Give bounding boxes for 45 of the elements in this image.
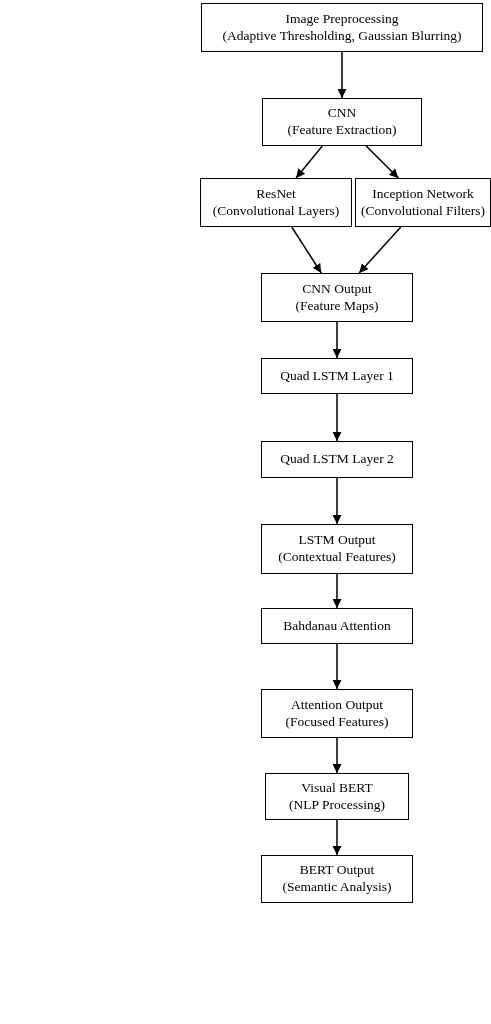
node-title: CNN bbox=[327, 105, 357, 122]
arrow bbox=[332, 643, 342, 690]
arrow bbox=[291, 226, 322, 274]
node-title: LSTM Output bbox=[298, 532, 376, 549]
node-title: Quad LSTM Layer 2 bbox=[280, 451, 394, 468]
node-subtitle: (NLP Processing) bbox=[289, 796, 385, 814]
arrow bbox=[332, 393, 342, 442]
node-title: Quad LSTM Layer 1 bbox=[280, 367, 394, 385]
process-box bbox=[355, 178, 491, 227]
node-title: BERT Output bbox=[299, 862, 375, 879]
arrow bbox=[332, 573, 342, 609]
process-box bbox=[261, 441, 413, 478]
node-subtitle: (Feature Extraction) bbox=[287, 122, 397, 139]
node-subtitle: (Contextual Features) bbox=[278, 549, 396, 566]
arrow bbox=[332, 321, 342, 359]
node-subtitle: (Convolutional Filters) bbox=[360, 202, 486, 220]
node-title: Visual BERT bbox=[301, 779, 373, 797]
node-title: ResNet bbox=[256, 185, 296, 203]
process-box bbox=[261, 855, 413, 903]
process-box bbox=[265, 773, 409, 820]
node-subtitle: (Convolutional Layers) bbox=[212, 202, 340, 220]
process-box bbox=[200, 178, 352, 227]
node-subtitle: (Semantic Analysis) bbox=[282, 879, 392, 896]
arrow bbox=[358, 226, 402, 274]
process-box bbox=[261, 358, 413, 394]
arrow bbox=[295, 145, 324, 179]
arrow bbox=[332, 737, 342, 774]
node-subtitle: (Focused Features) bbox=[285, 713, 389, 731]
process-box bbox=[261, 689, 413, 738]
node-title: Inception Network bbox=[372, 185, 474, 203]
process-box bbox=[201, 3, 483, 52]
node-title: Image Preprocessing bbox=[285, 10, 399, 28]
process-box bbox=[261, 273, 413, 322]
arrow bbox=[365, 145, 400, 179]
arrow bbox=[332, 477, 342, 525]
node-title: Bahdanau Attention bbox=[283, 617, 391, 635]
arrow bbox=[337, 51, 347, 99]
node-title: CNN Output bbox=[302, 280, 372, 298]
node-subtitle: (Adaptive Thresholding, Gaussian Blurring) bbox=[222, 27, 462, 45]
process-box bbox=[261, 524, 413, 574]
node-title: Attention Output bbox=[291, 696, 383, 714]
process-box bbox=[261, 608, 413, 644]
arrow bbox=[332, 819, 342, 856]
node-subtitle: (Feature Maps) bbox=[295, 297, 379, 315]
process-box bbox=[262, 98, 422, 146]
